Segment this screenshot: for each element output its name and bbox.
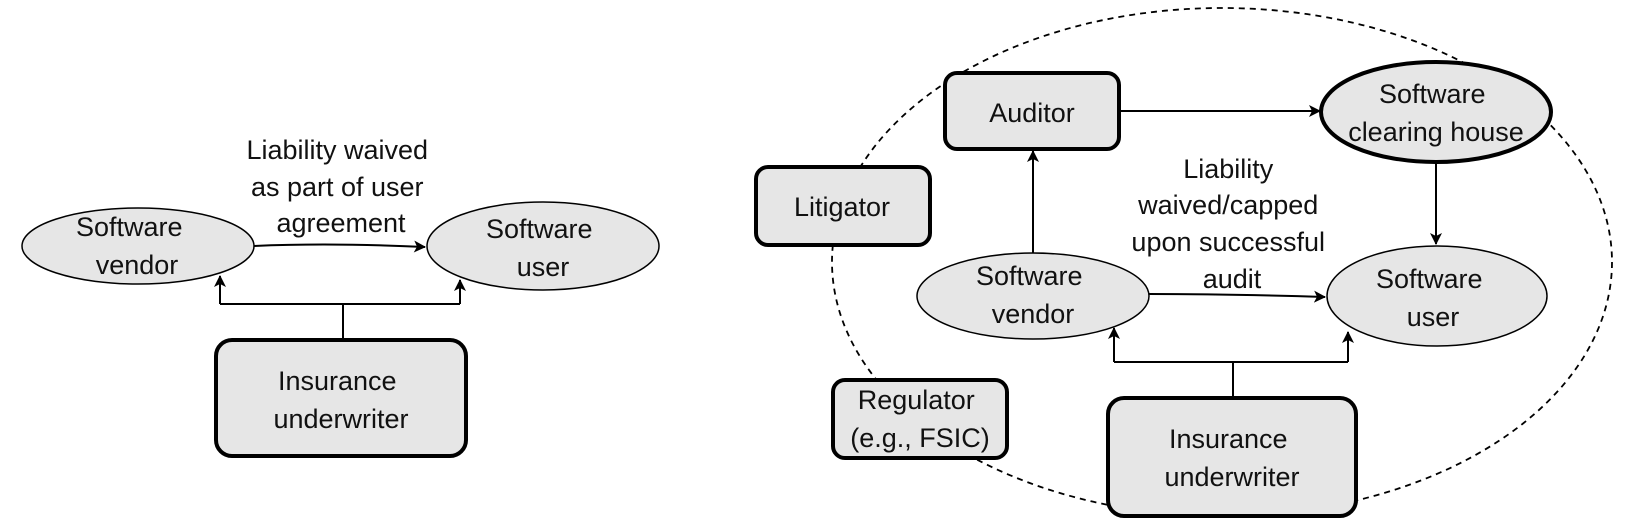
left-edge-label-liability: Liability waived as part of user agreeme… [246,135,435,238]
right-label-litigator: Litigator [794,192,890,222]
left-label-insurance-underwriter: Insurance underwriter [273,366,408,434]
right-label-software-user: Software user [1376,264,1490,332]
left-edge-vendor-to-user [252,240,426,253]
right-diagram: Auditor Software clearing house Litigato… [754,7,1613,518]
right-label-software-vendor: Software vendor [976,261,1090,329]
left-label-software-user: Software user [486,214,600,282]
right-edge-vendor-to-user [1148,290,1326,303]
right-label-auditor: Auditor [989,98,1075,128]
right-edge-label-liability: Liability waived/capped upon successful … [1131,154,1332,294]
left-label-software-vendor: Software vendor [76,212,190,280]
left-diagram: Software vendor Software user Insurance … [21,135,660,458]
left-node-insurance-underwriter [214,338,468,458]
left-node-software-user [426,201,660,291]
right-node-software-clearing-house [1319,60,1553,164]
right-node-software-user [1326,245,1548,347]
right-label-software-clearing-house: Software clearing house [1348,79,1524,147]
right-label-regulator: Regulator (e.g., FSIC) [850,385,990,453]
right-node-insurance-underwriter [1106,396,1358,518]
left-node-software-vendor [21,207,255,285]
right-node-regulator [831,378,1009,460]
right-node-litigator [754,165,932,247]
right-label-insurance-underwriter: Insurance underwriter [1164,424,1299,492]
